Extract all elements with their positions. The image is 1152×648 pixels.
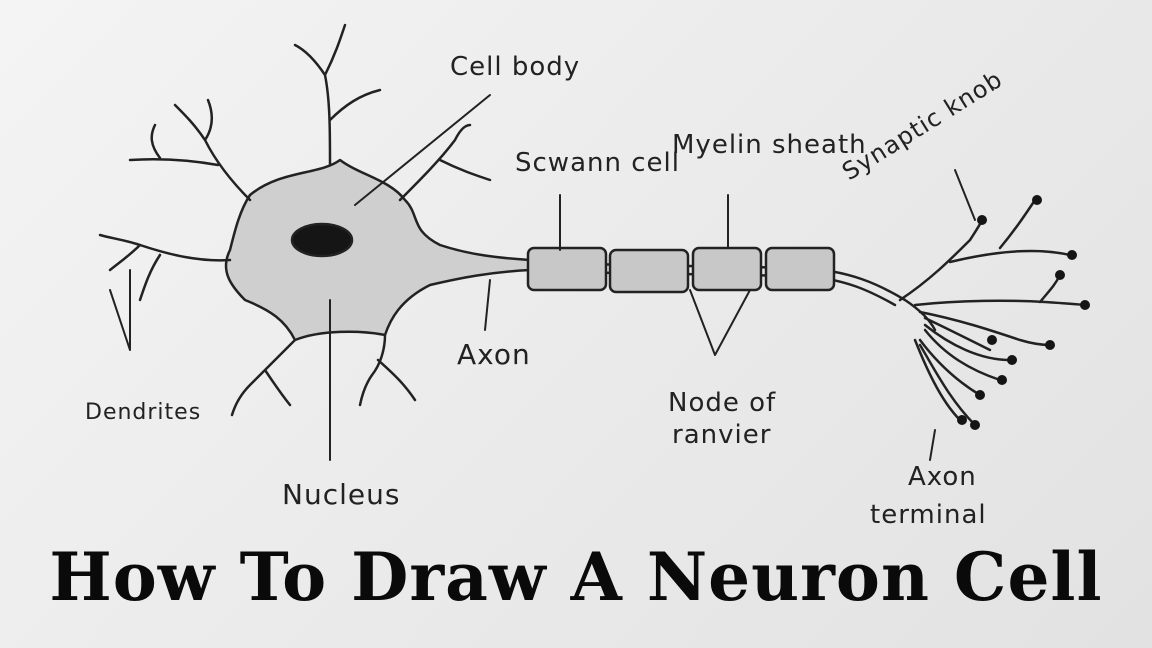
- label-cell-body: Cell body: [450, 52, 581, 82]
- label-node-of-ranvier-1: Node of: [668, 388, 777, 418]
- label-schwann-cell: Scwann cell: [515, 148, 680, 178]
- dendrites: [98, 23, 492, 417]
- label-axon: Axon: [457, 338, 531, 371]
- page-title: How To Draw A Neuron Cell: [49, 538, 1103, 616]
- cell-body: [224, 158, 532, 342]
- label-dendrites: Dendrites: [85, 400, 202, 425]
- myelin-sheath: [526, 246, 836, 294]
- pointer-lines: [109, 94, 976, 461]
- label-nucleus: Nucleus: [282, 478, 401, 511]
- label-node-of-ranvier-2: ranvier: [672, 420, 772, 450]
- synaptic-knobs: [957, 195, 1090, 430]
- label-axon-terminal-2: terminal: [870, 500, 987, 530]
- axon-terminal: [898, 198, 1087, 427]
- label-myelin-sheath: Myelin sheath: [672, 130, 867, 160]
- label-axon-terminal-1: Axon: [908, 462, 977, 492]
- nucleus: [290, 222, 354, 258]
